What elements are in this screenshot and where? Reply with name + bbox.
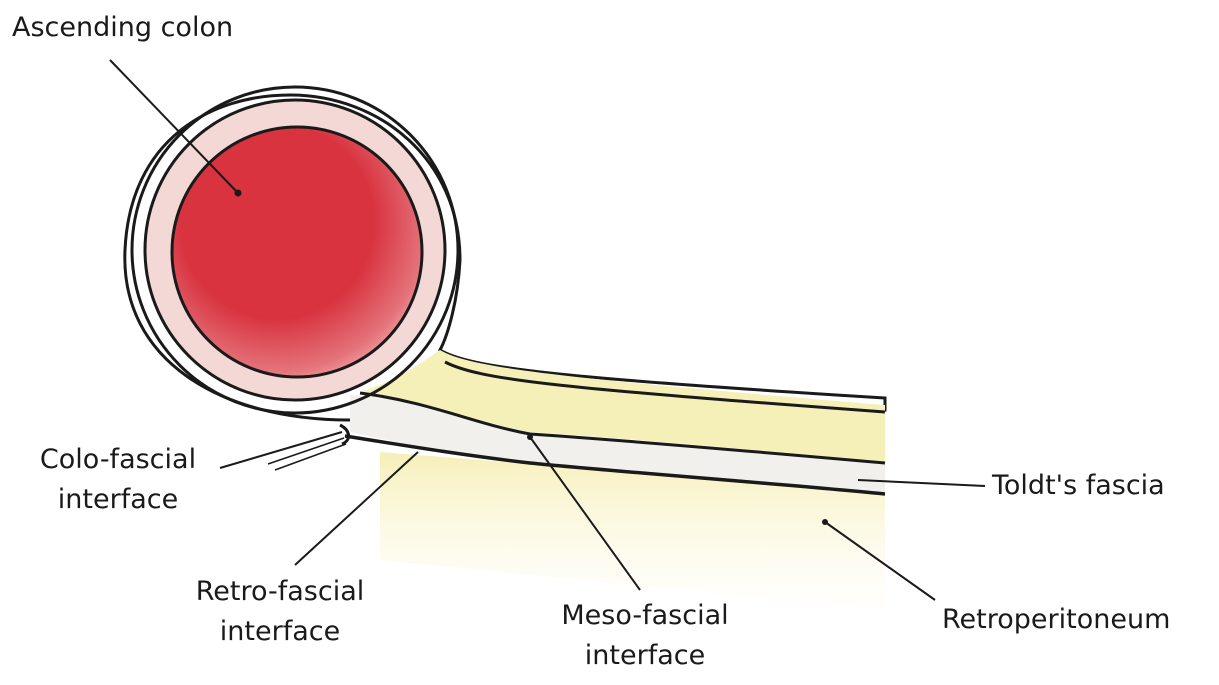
label-meso-fascial-line1: Meso-fascial bbox=[540, 596, 750, 636]
label-toldts-fascia: Toldt's fascia bbox=[992, 466, 1165, 506]
label-colo-fascial: Colo-fascial interface bbox=[18, 440, 218, 520]
colo-fascial-notch bbox=[340, 425, 349, 444]
label-colo-fascial-line1: Colo-fascial bbox=[18, 440, 218, 480]
label-retroperitoneum-text: Retroperitoneum bbox=[942, 600, 1170, 640]
leader-colo-fascial bbox=[220, 432, 342, 468]
label-ascending-colon-text: Ascending colon bbox=[12, 8, 233, 48]
label-toldts-fascia-text: Toldt's fascia bbox=[992, 466, 1165, 506]
label-retro-fascial: Retro-fascial interface bbox=[175, 572, 385, 652]
leader-dot-retroperitoneum bbox=[822, 519, 828, 525]
leader-dot-meso-fascial bbox=[527, 434, 533, 440]
label-retro-fascial-line1: Retro-fascial bbox=[175, 572, 385, 612]
label-ascending-colon: Ascending colon bbox=[12, 8, 233, 48]
label-meso-fascial-line2: interface bbox=[540, 636, 750, 676]
label-meso-fascial: Meso-fascial interface bbox=[540, 596, 750, 676]
leader-dot-ascending-colon bbox=[235, 190, 242, 197]
label-colo-fascial-line2: interface bbox=[18, 480, 218, 520]
label-retro-fascial-line2: interface bbox=[175, 612, 385, 652]
label-retroperitoneum: Retroperitoneum bbox=[942, 600, 1170, 640]
